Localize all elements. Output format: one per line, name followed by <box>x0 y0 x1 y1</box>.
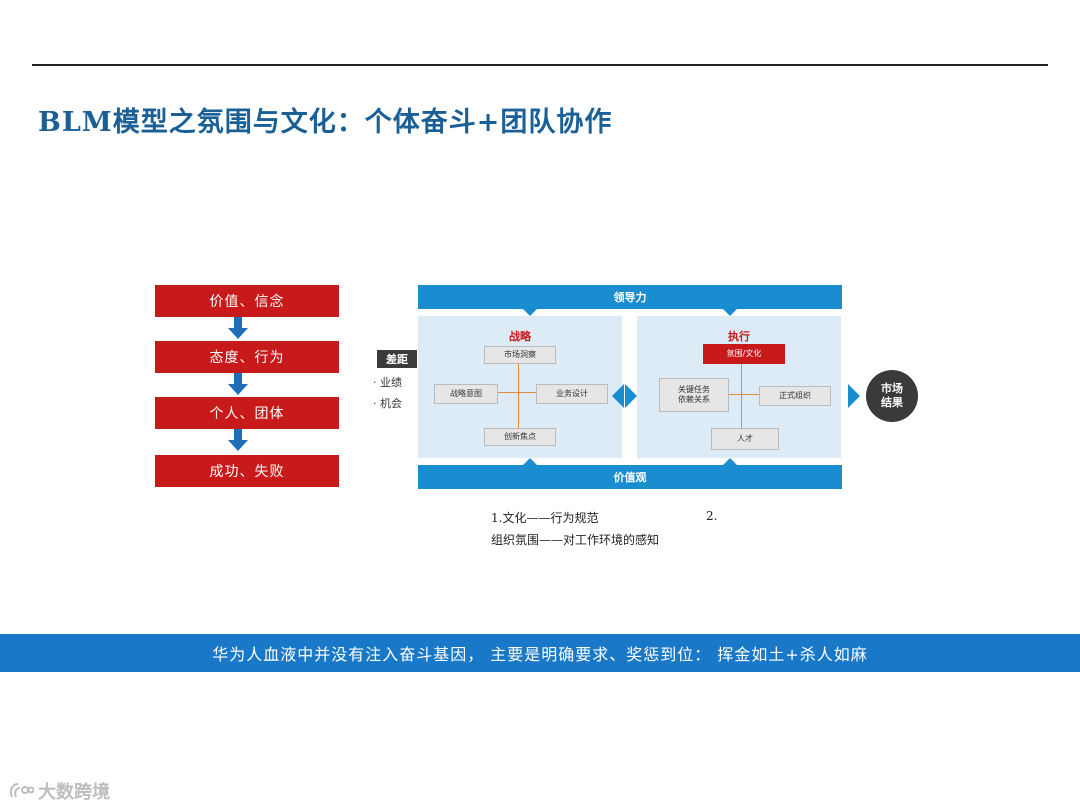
gap-label: 差距 <box>377 350 417 368</box>
values-band: 价值观 <box>418 458 842 489</box>
node-business-design: 业务设计 <box>536 384 608 404</box>
flow-box-attitude: 态度、行为 <box>155 341 339 373</box>
gap-item: · 业绩 <box>373 376 402 389</box>
flow-box-individual: 个人、团体 <box>155 397 339 429</box>
gap-item: · 机会 <box>373 397 402 410</box>
execution-title: 执行 <box>728 330 750 343</box>
node-critical-tasks: 关键任务 依赖关系 <box>659 378 729 412</box>
bidirectional-arrow-icon <box>612 384 624 408</box>
summary-banner: 华为人血液中并没有注入奋斗基因， 主要是明确要求、奖惩到位： 挥金如土+杀人如麻 <box>0 634 1080 672</box>
node-market-insight: 市场洞察 <box>484 346 556 364</box>
page-title: BLM模型之氛围与文化：个体奋斗+团队协作 <box>38 107 613 138</box>
note-number: 2. <box>706 509 718 523</box>
values-label: 价值观 <box>613 471 647 484</box>
node-climate-culture: 氛围/文化 <box>703 344 785 364</box>
watermark-logo-icon <box>8 781 35 801</box>
flow-box-values: 价值、信念 <box>155 285 339 317</box>
right-arrow-icon <box>848 384 860 408</box>
node-formal-org: 正式组织 <box>759 386 831 406</box>
note-culture: 1.文化——行为规范 <box>491 511 599 525</box>
strategy-panel: 战略 市场洞察 战略意图 业务设计 创新焦点 <box>418 316 622 458</box>
watermark: 大数跨境 <box>8 778 110 804</box>
execution-panel: 执行 氛围/文化 关键任务 依赖关系 正式组织 人才 <box>637 316 841 458</box>
bidirectional-arrow-icon <box>625 384 637 408</box>
node-innovation-focus: 创新焦点 <box>484 428 556 446</box>
note-climate: 组织氛围——对工作环境的感知 <box>491 533 660 547</box>
flow-box-success: 成功、失败 <box>155 455 339 487</box>
market-result-circle: 市场 结果 <box>866 370 918 422</box>
leadership-label: 领导力 <box>613 291 647 304</box>
strategy-title: 战略 <box>509 330 531 343</box>
header-divider <box>32 64 1048 66</box>
node-strategic-intent: 战略意图 <box>434 384 498 404</box>
node-talent: 人才 <box>711 428 779 450</box>
leadership-band: 领导力 <box>418 285 842 316</box>
watermark-text: 大数跨境 <box>38 782 110 803</box>
